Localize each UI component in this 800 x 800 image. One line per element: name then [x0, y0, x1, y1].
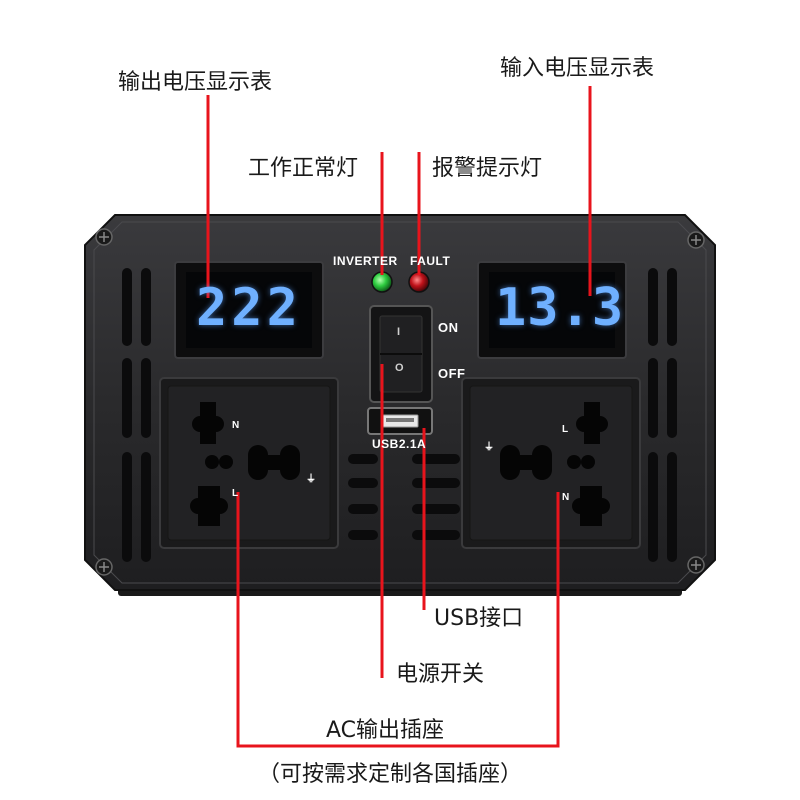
callout-alarm-indicator: 报警提示灯	[432, 156, 543, 181]
switch-off-label: OFF	[438, 366, 466, 381]
callout-power-switch: 电源开关	[396, 662, 485, 687]
socket-right-earth-mark: ⏚	[484, 442, 494, 453]
device-inner-face	[93, 221, 707, 584]
callout-ac-socket: AC输出插座	[326, 718, 445, 743]
switch-on-label: ON	[438, 320, 459, 335]
screw-icon	[95, 558, 113, 576]
left-vent-grille	[122, 268, 151, 562]
switch-off-mark: O	[395, 362, 405, 374]
screw-icon	[95, 228, 113, 246]
callout-usb-port: USB接口	[434, 606, 524, 631]
socket-left-l-mark: L	[232, 488, 239, 499]
socket-left-earth-mark: ⏚	[306, 474, 316, 485]
fault-led-label: FAULT	[410, 254, 451, 268]
output-voltage-readout: 222	[196, 278, 302, 338]
callout-input-voltmeter: 输入电压显示表	[500, 56, 655, 81]
callout-ac-socket-note: （可按需求定制各国插座）	[258, 762, 523, 787]
inverter-led-label: INVERTER	[333, 254, 398, 268]
screw-icon	[687, 231, 705, 249]
leader-ac-socket	[236, 492, 560, 748]
right-vent-grille	[648, 268, 677, 562]
leader-lines	[206, 86, 592, 748]
socket-right-n-mark: N	[562, 492, 570, 503]
ac-socket-left	[159, 377, 339, 549]
switch-on-mark: I	[397, 326, 401, 338]
input-voltage-readout: 13.3	[495, 278, 625, 338]
callout-work-indicator: 工作正常灯	[248, 156, 359, 181]
usb-port-label: USB2.1A	[372, 437, 427, 451]
screw-icon	[687, 556, 705, 574]
socket-left-n-mark: N	[232, 420, 240, 431]
input-voltmeter-screen	[489, 272, 615, 348]
callout-output-voltmeter: 输出电压显示表	[118, 70, 273, 95]
socket-right-l-mark: L	[562, 424, 569, 435]
ac-socket-right	[461, 377, 641, 549]
